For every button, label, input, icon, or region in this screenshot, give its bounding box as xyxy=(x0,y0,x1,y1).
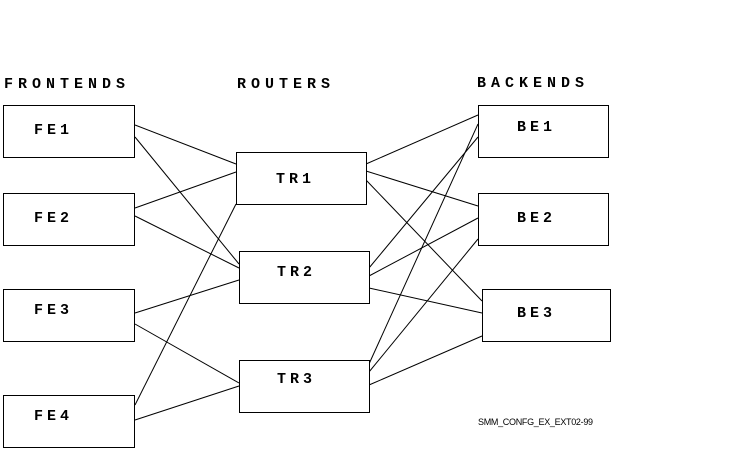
be2-label: BE2 xyxy=(517,210,556,227)
backends-heading: BACKENDS xyxy=(477,75,589,92)
backend-be2: BE2 xyxy=(478,193,609,246)
router-tr1: TR1 xyxy=(236,152,367,205)
link-fe4-tr3 xyxy=(134,385,240,421)
link-fe3-tr3 xyxy=(134,323,240,384)
fe2-label: FE2 xyxy=(34,210,73,227)
link-fe1-tr2 xyxy=(134,136,240,265)
link-tr2-be2 xyxy=(368,217,479,277)
link-tr1-be3 xyxy=(365,179,483,302)
routers-heading: ROUTERS xyxy=(237,76,335,93)
link-fe3-tr2 xyxy=(134,279,240,314)
tr1-label: TR1 xyxy=(276,171,315,188)
frontend-fe4: FE4 xyxy=(3,395,135,448)
tr3-label: TR3 xyxy=(277,371,316,388)
link-tr3-be1 xyxy=(368,123,479,365)
link-fe1-tr1 xyxy=(134,124,237,165)
link-tr3-be2 xyxy=(368,238,479,373)
be3-label: BE3 xyxy=(517,305,556,322)
frontend-fe3: FE3 xyxy=(3,289,135,342)
link-tr2-be3 xyxy=(368,287,483,314)
link-tr1-be2 xyxy=(365,170,479,207)
frontends-heading: FRONTENDS xyxy=(4,76,130,93)
frontend-fe2: FE2 xyxy=(3,193,135,246)
link-tr1-be1 xyxy=(365,114,479,165)
link-tr3-be3 xyxy=(368,335,483,386)
fe4-label: FE4 xyxy=(34,408,73,425)
tr2-label: TR2 xyxy=(277,264,316,281)
connection-lines xyxy=(134,114,483,421)
be1-label: BE1 xyxy=(517,119,556,136)
fe3-label: FE3 xyxy=(34,302,73,319)
router-tr3: TR3 xyxy=(239,360,370,413)
link-fe4-tr1 xyxy=(134,203,237,406)
figure-caption: SMM_CONFG_EX_EXT02-99 xyxy=(478,417,593,427)
frontend-fe1: FE1 xyxy=(3,105,135,158)
backend-be3: BE3 xyxy=(482,289,611,342)
link-fe2-tr2 xyxy=(134,215,240,269)
router-tr2: TR2 xyxy=(239,251,370,304)
link-tr2-be1 xyxy=(368,136,479,269)
fe1-label: FE1 xyxy=(34,122,73,139)
backend-be1: BE1 xyxy=(478,105,609,158)
link-fe2-tr1 xyxy=(134,171,237,209)
